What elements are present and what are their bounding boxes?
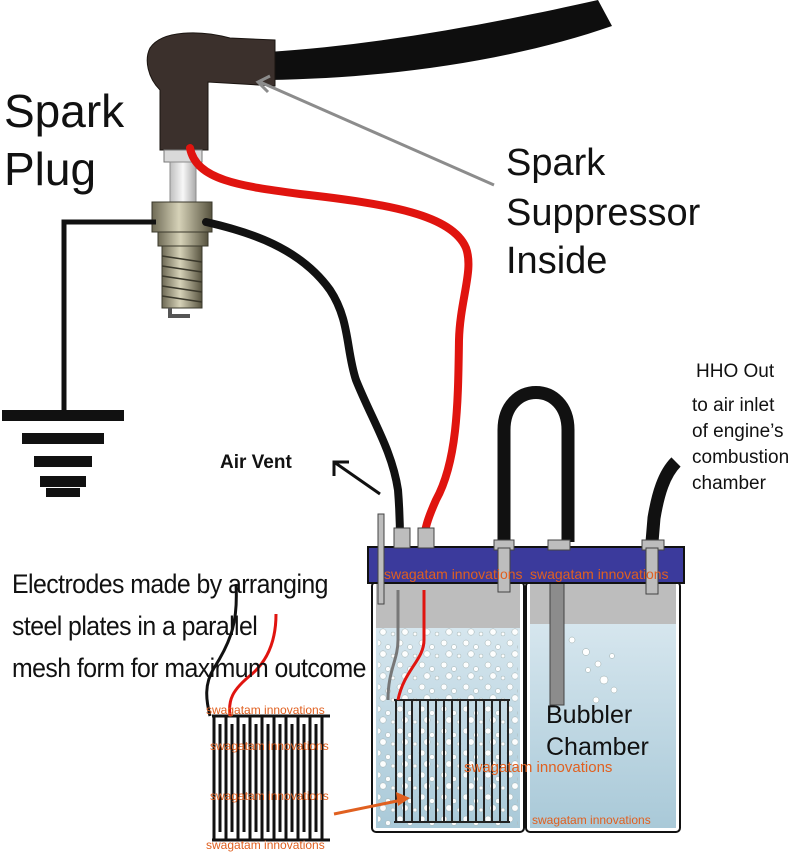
black-wire xyxy=(202,218,404,546)
air-inlet-label-line4: chamber xyxy=(692,473,766,494)
bubbler-label-line1: Bubbler xyxy=(546,701,633,729)
watermark-text: swagatam innovations xyxy=(530,566,669,582)
electrodes-label-line1: Electrodes made by arranging xyxy=(12,569,328,599)
watermark-text: swagatam innovations xyxy=(384,566,523,582)
connecting-tube xyxy=(497,386,575,542)
watermark-text: swagatam innovations xyxy=(206,703,325,717)
watermark-text: swagatam innovations xyxy=(210,739,329,753)
ignition-cable xyxy=(268,0,612,80)
suppressor-label-line1: Spark xyxy=(506,142,606,184)
spark-plug-label-line2: Plug xyxy=(4,143,97,195)
plug-cap xyxy=(146,32,276,151)
suppressor-label-line3: Inside xyxy=(506,240,608,282)
bubbler-label-line2: Chamber xyxy=(546,733,649,761)
watermark-text: swagatam innovations xyxy=(464,759,613,776)
hho-out-label: HHO Out xyxy=(696,361,775,382)
spark-plug xyxy=(151,149,213,318)
air-inlet-label-line1: to air inlet xyxy=(692,395,775,416)
electrolysis-cell xyxy=(371,581,525,833)
red-wire xyxy=(186,144,473,546)
air-inlet-label-line3: combustion xyxy=(692,447,790,468)
mesh-electrode-closeup xyxy=(205,583,330,842)
hho-out-tube xyxy=(645,457,681,543)
air-vent-label: Air Vent xyxy=(220,452,292,473)
watermark-text: swagatam innovations xyxy=(210,789,329,803)
suppressor-label-line2: Suppressor xyxy=(506,192,701,234)
watermark-text: swagatam innovations xyxy=(532,813,651,827)
air-inlet-label-line2: of engine’s xyxy=(692,421,784,442)
electrodes-label-line3: mesh form for maximum outcome xyxy=(12,653,366,683)
electrodes-label-line2: steel plates in a parallel xyxy=(12,611,258,641)
lid-fittings xyxy=(377,513,665,605)
ground-symbol-icon xyxy=(2,410,124,497)
bubbler-chamber xyxy=(525,539,681,833)
lid-band xyxy=(367,546,685,584)
spark-plug-label-line1: Spark xyxy=(4,85,125,137)
watermark-text: swagatam innovations xyxy=(206,838,325,852)
